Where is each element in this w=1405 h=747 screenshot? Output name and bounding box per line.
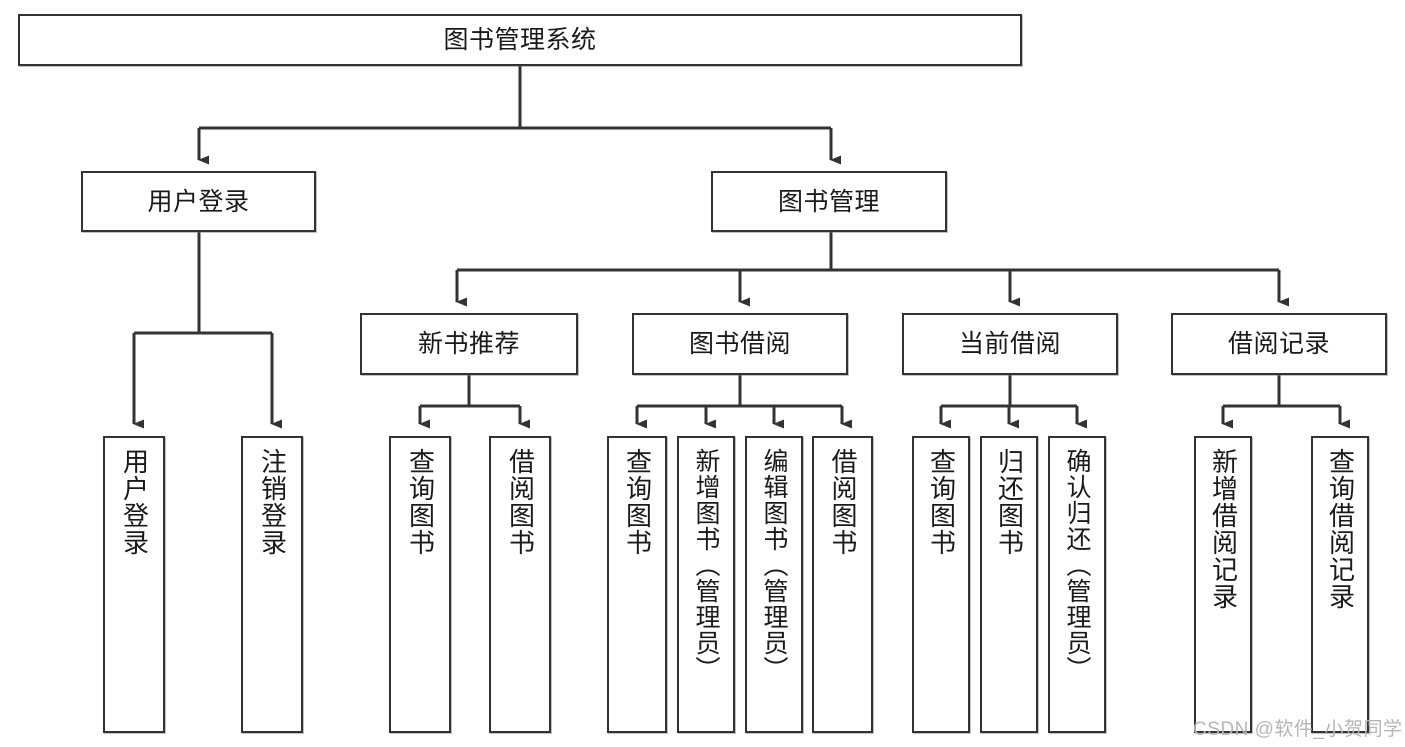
node-borrow-record[interactable]: 借阅记录 (1171, 313, 1387, 375)
leaf-edit-book-admin[interactable]: 编辑图书（管理员） (745, 436, 803, 733)
node-root-system[interactable]: 图书管理系统 (18, 14, 1022, 66)
leaf-query-borrow-record[interactable]: 查询借阅记录 (1311, 436, 1369, 733)
node-new-book-recommend[interactable]: 新书推荐 (360, 313, 578, 375)
node-user-login[interactable]: 用户登录 (81, 171, 316, 232)
node-current-borrow[interactable]: 当前借阅 (902, 313, 1118, 375)
node-label: 注销登录 (257, 448, 288, 556)
node-label: 图书管理 (777, 187, 880, 216)
node-label: 确认归还（管理员） (1063, 448, 1091, 682)
leaf-confirm-return-admin[interactable]: 确认归还（管理员） (1048, 436, 1106, 733)
leaf-borrow-book-recommend[interactable]: 借阅图书 (489, 436, 551, 733)
node-label: 查询图书 (405, 448, 436, 556)
leaf-query-book-recommend[interactable]: 查询图书 (389, 436, 451, 733)
node-label: 图书借阅 (688, 330, 791, 358)
node-label: 用户登录 (119, 448, 150, 556)
node-label: 借阅图书 (828, 448, 859, 556)
leaf-logout[interactable]: 注销登录 (241, 436, 303, 733)
node-label: 借阅记录 (1227, 330, 1330, 358)
node-book-management[interactable]: 图书管理 (711, 171, 947, 232)
leaf-return-book[interactable]: 归还图书 (980, 436, 1038, 733)
node-label: 查询图书 (926, 448, 957, 556)
node-label: 用户登录 (147, 187, 250, 216)
csdn-watermark: CSDN @软件_小贺同学 (1193, 719, 1403, 740)
leaf-add-book-admin[interactable]: 新增图书（管理员） (677, 436, 735, 733)
node-label: 编辑图书（管理员） (760, 448, 788, 682)
node-label: 图书管理系统 (443, 26, 597, 54)
node-book-borrow[interactable]: 图书借阅 (632, 313, 848, 375)
node-label: 新增图书（管理员） (692, 448, 720, 682)
node-label: 归还图书 (994, 448, 1025, 556)
leaf-query-book-current[interactable]: 查询图书 (912, 436, 970, 733)
node-label: 借阅图书 (505, 448, 536, 556)
leaf-add-borrow-record[interactable]: 新增借阅记录 (1194, 436, 1252, 733)
node-label: 查询图书 (622, 448, 653, 556)
node-label: 当前借阅 (958, 330, 1061, 358)
leaf-borrow-book[interactable]: 借阅图书 (812, 436, 873, 733)
node-label: 新书推荐 (417, 330, 520, 358)
leaf-user-login[interactable]: 用户登录 (103, 436, 165, 733)
node-label: 新增借阅记录 (1208, 448, 1239, 610)
leaf-query-book-borrow[interactable]: 查询图书 (607, 436, 667, 733)
node-label: 查询借阅记录 (1325, 448, 1356, 610)
